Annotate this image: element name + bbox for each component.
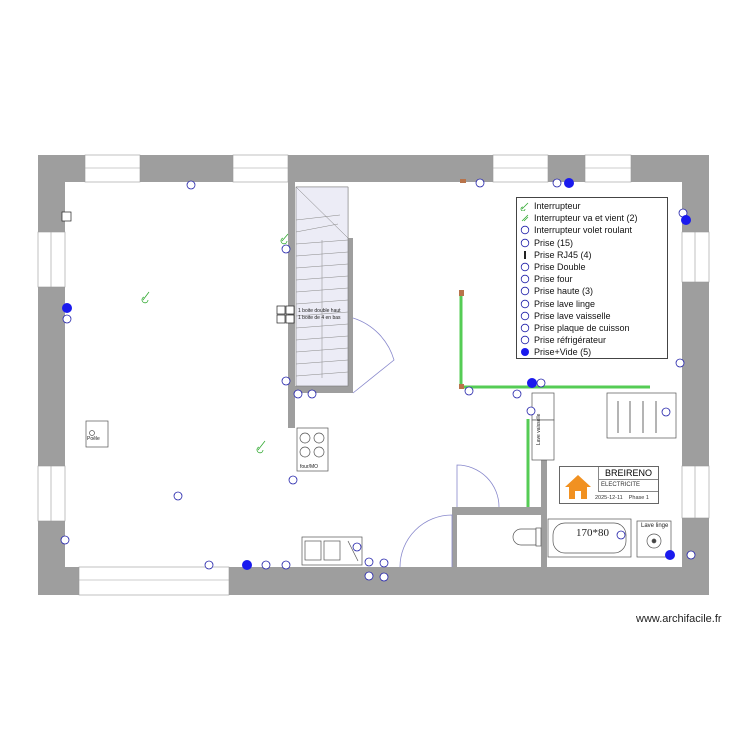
legend-label: Prise+Vide (5) [534, 347, 592, 358]
oven-socket-icon [519, 274, 531, 284]
legend-label: Prise plaque de cuisson [534, 322, 630, 333]
legend-label: Interrupteur va et vient (2) [534, 213, 638, 224]
junction-note-bottom: 1 boite de 4 en bas [298, 315, 341, 321]
rj45-icon [519, 250, 531, 260]
legend-label: Prise lave vaisselle [534, 310, 611, 321]
oven-label: four/MO [300, 464, 319, 470]
windows [37, 154, 710, 596]
project-name: BREIRENO [598, 467, 658, 480]
staircase [295, 186, 349, 387]
legend-item: Prise four [519, 273, 667, 285]
stove-label: Poêle [87, 436, 100, 442]
two-way-switch-icon [519, 213, 531, 223]
dishwasher-label: Lave vaisselle [536, 413, 542, 445]
legend-label: Interrupteur volet roulant [534, 225, 633, 236]
socket-empty-icon [519, 347, 531, 357]
switch-icon [141, 233, 289, 454]
legend-item: Prise haute (3) [519, 285, 667, 297]
rj45-icon [61, 211, 295, 324]
cooktop [296, 427, 329, 472]
legend-item: Prise réfrigérateur [519, 334, 667, 346]
project-phase: Phase 1 [628, 495, 649, 501]
socket-empty-icon [62, 178, 691, 570]
legend-item: Prise plaque de cuisson [519, 322, 667, 334]
hob-socket-icon [519, 323, 531, 333]
dishwasher-socket-icon [519, 311, 531, 321]
legend-label: Prise lave linge [534, 298, 596, 309]
project-subtitle: ELECTRICITE [598, 479, 658, 492]
legend-item: Interrupteur [519, 200, 667, 212]
brown-markers [459, 179, 466, 389]
legend-item: Interrupteur va et vient (2) [519, 212, 667, 224]
doors [352, 317, 500, 568]
washer-label: Lave linge [641, 523, 669, 529]
partitions [459, 296, 650, 507]
appliance-cabinets [531, 392, 677, 461]
legend-label: Prise Double [534, 262, 586, 273]
watermark[interactable]: www.archifacile.fr [636, 613, 722, 625]
legend-label: Prise (15) [534, 237, 574, 248]
socket-icon [60, 178, 696, 582]
legend-item: Prise (15) [519, 237, 667, 249]
title-block: BREIRENO ELECTRICITE 2025-12-11 Phase 1 [559, 466, 659, 504]
legend-label: Prise réfrigérateur [534, 335, 607, 346]
project-date-line: 2025-12-11 Phase 1 [593, 492, 658, 504]
legend-item: Interrupteur volet roulant [519, 224, 667, 236]
legend-item: Prise Double [519, 261, 667, 273]
fridge-socket-icon [519, 335, 531, 345]
double-socket-icon [519, 262, 531, 272]
legend-label: Prise four [534, 274, 573, 285]
junction-note-top: 1 boite double haut [298, 308, 341, 314]
washer-socket-icon [519, 299, 531, 309]
legend-item: Prise+Vide (5) [519, 346, 667, 358]
legend-label: Prise haute (3) [534, 286, 594, 297]
project-date: 2025-12-11 [595, 495, 623, 501]
stove [85, 420, 109, 448]
legend-label: Interrupteur [534, 201, 581, 212]
shutter-switch-icon [519, 225, 531, 235]
legend-item: Prise lave linge [519, 298, 667, 310]
house-icon [565, 475, 591, 499]
kitchen-sink [301, 536, 363, 566]
bathtub-label: 170*80 [576, 527, 609, 539]
socket-icon [519, 238, 531, 248]
legend-item: Prise RJ45 (4) [519, 249, 667, 261]
interior-walls [288, 182, 547, 567]
legend-label: Prise RJ45 (4) [534, 249, 592, 260]
bathroom [512, 518, 672, 558]
switch-icon [519, 201, 531, 212]
high-socket-icon [519, 286, 531, 296]
legend-item: Prise lave vaisselle [519, 310, 667, 322]
